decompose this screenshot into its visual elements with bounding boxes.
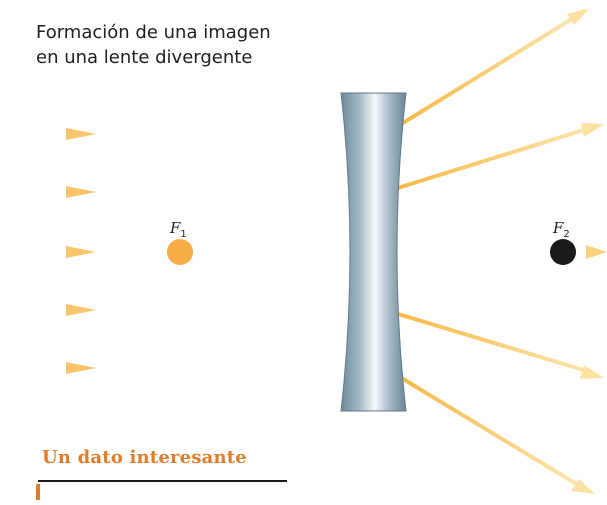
focal-point-f1-marker: [167, 239, 193, 265]
ray-arrowhead: [66, 186, 96, 198]
focal-point-f1-label: F1: [169, 219, 187, 240]
ray-arrowhead: [567, 8, 590, 25]
info-box-frame: [36, 480, 287, 500]
ray-arrowhead: [586, 245, 607, 259]
info-box-heading: Un dato interesante: [42, 447, 247, 468]
ray-arrowhead: [66, 128, 96, 140]
focal-point-f1: F1: [167, 219, 193, 265]
ray-arrowhead: [66, 362, 96, 374]
outgoing-ray: [384, 308, 591, 374]
ray-arrowhead: [66, 304, 96, 316]
ray-arrowhead: [581, 123, 604, 137]
ray-arrowhead: [580, 365, 604, 379]
focal-point-f2-label: F2: [552, 219, 570, 240]
outgoing-rays: [383, 8, 607, 494]
focal-point-f2: F2: [550, 219, 576, 265]
diverging-lens: [340, 92, 407, 412]
diagram-title: Formación de una imagen en una lente div…: [36, 20, 271, 70]
outgoing-ray: [384, 126, 591, 194]
outgoing-ray: [383, 366, 585, 490]
info-box-accent-bar: [36, 484, 40, 500]
focal-point-f2-marker: [550, 239, 576, 265]
diagram-title-line-1: Formación de una imagen: [36, 22, 271, 43]
diagram-title-line-2: en una lente divergente: [36, 47, 253, 68]
ray-arrowhead: [571, 479, 595, 494]
outgoing-ray: [383, 12, 582, 136]
ray-arrowhead: [66, 246, 96, 258]
